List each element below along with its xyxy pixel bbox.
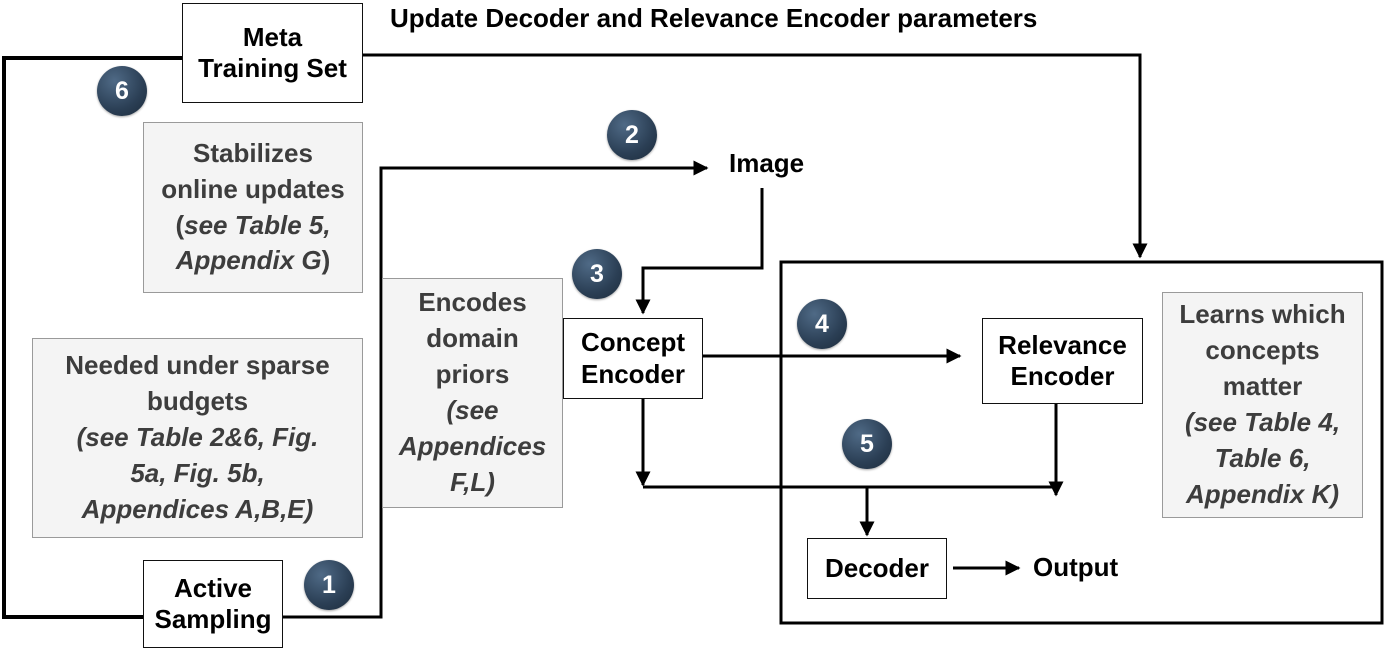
sparse-budget-note: Needed under sparse budgets (see Table 2… (32, 338, 363, 538)
domain-priors-note: Encodes domain priors (see Appendices F,… (382, 278, 563, 508)
image-label: Image (729, 148, 805, 178)
step-badge-1: 1 (304, 560, 354, 610)
image-to-concept-arrow (635, 188, 764, 315)
relevance-encoder-box: Relevance Encoder (982, 318, 1143, 404)
step-badge-3: 3 (572, 249, 622, 299)
model-container (779, 260, 1384, 625)
loop-line (2, 56, 183, 619)
concept-encoder-box: Concept Encoder (563, 318, 703, 399)
active-sampling-box: Active Sampling (143, 560, 283, 648)
step-badge-4: 4 (797, 299, 847, 349)
update-label: Update Decoder and Relevance Encoder par… (390, 3, 1038, 33)
output-label: Output (1033, 552, 1119, 582)
step-badge-6: 6 (97, 66, 147, 116)
decoder-box: Decoder (807, 538, 947, 599)
step-badge-2: 2 (607, 110, 657, 160)
update-arrow (362, 53, 1148, 259)
stabilizes-note: Stabilizes online updates (see Table 5, … (143, 122, 363, 293)
meta-training-set-box: Meta Training Set (182, 3, 363, 103)
sampling-to-image-arrow (281, 160, 709, 619)
step-badge-5: 5 (842, 419, 892, 469)
learns-concepts-note: Learns which concepts matter (see Table … (1162, 292, 1363, 518)
